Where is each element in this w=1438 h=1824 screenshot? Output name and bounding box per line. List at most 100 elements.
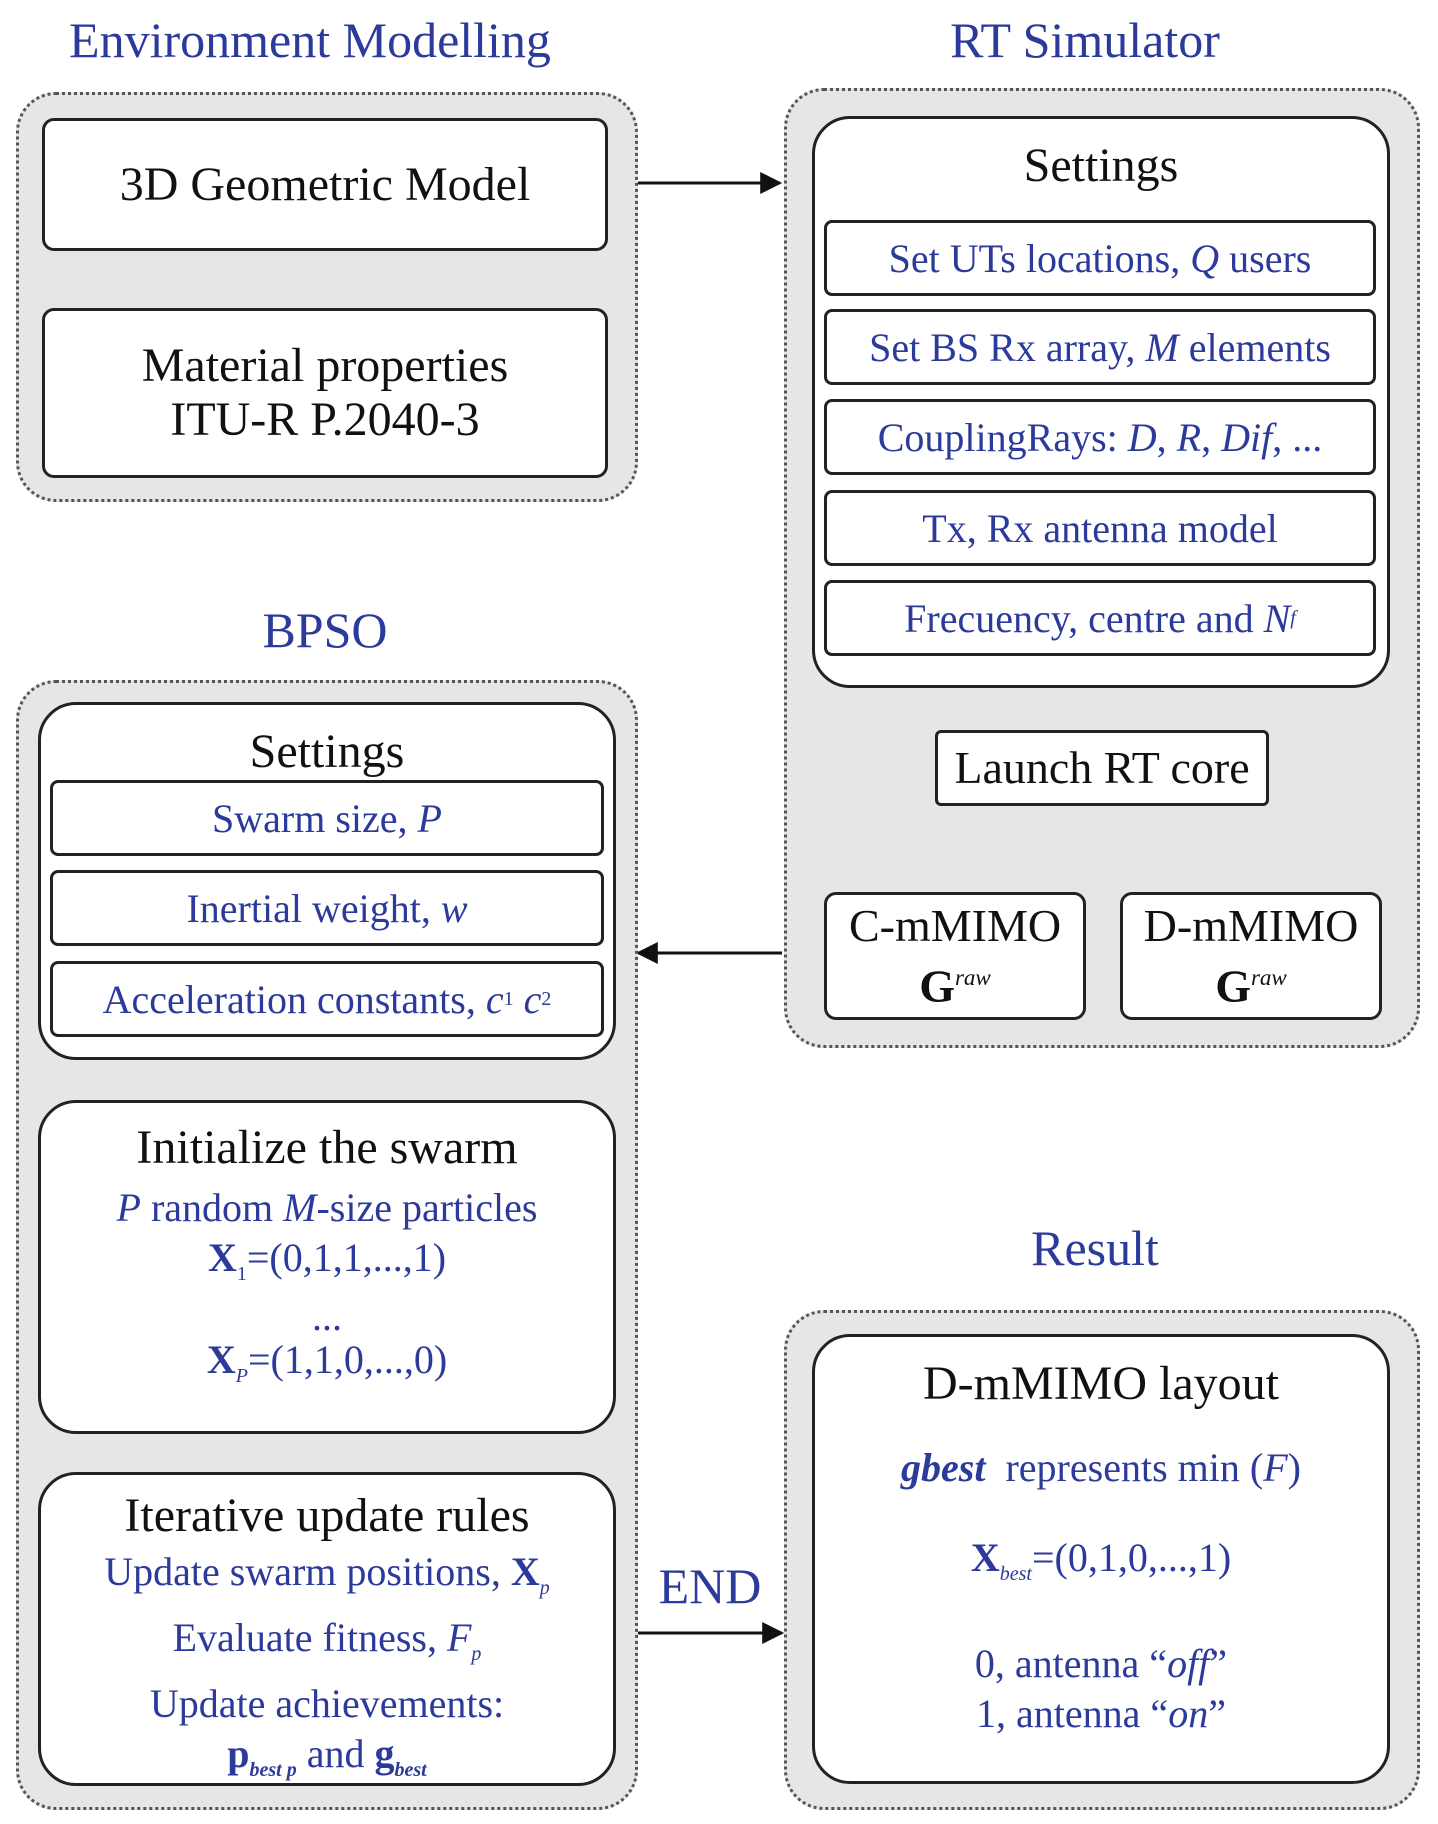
d-mmimo-matrix: Graw <box>1215 952 1287 1012</box>
p-var: P <box>417 795 442 841</box>
c1-var: c <box>485 976 504 1022</box>
gb-sub: best <box>394 1759 427 1781</box>
represents-text: represents min ( <box>1005 1445 1264 1490</box>
init-size: -size particles <box>316 1185 538 1230</box>
gb-g: g <box>374 1731 395 1776</box>
raw-sup-d: raw <box>1250 964 1287 990</box>
init-p: P <box>116 1185 141 1230</box>
ut-users: users <box>1229 235 1312 281</box>
antenna-on-line: 1, antenna “on” <box>815 1689 1387 1739</box>
swarm-size-setting: Swarm size, P <box>50 780 604 856</box>
r-var: R <box>1176 414 1202 460</box>
update-positions-line: Update swarm positions, Xp <box>41 1547 613 1613</box>
init-heading: Initialize the swarm <box>136 1121 518 1174</box>
raw-sup-c: raw <box>954 964 991 990</box>
dif-var: Dif <box>1221 414 1273 460</box>
pbest-gbest-line: pbest p and gbest <box>41 1729 613 1795</box>
on-word: on <box>1168 1691 1209 1736</box>
title-environment-modelling: Environment Modelling <box>69 12 551 68</box>
f-var: F <box>1263 1445 1288 1490</box>
c2-sub: 2 <box>541 987 552 1010</box>
end-label: END <box>658 1558 762 1614</box>
c-mmimo-matrix: Graw <box>919 952 991 1012</box>
geometric-model-box: 3D Geometric Model <box>42 118 608 251</box>
antenna-off-line: 0, antenna “off” <box>815 1639 1387 1689</box>
coupling-ellipsis: , ... <box>1272 414 1323 460</box>
init-random: random <box>150 1185 274 1230</box>
off-pre: 0, antenna “ <box>974 1641 1168 1686</box>
evaluate-fitness-line: Evaluate fitness, Fp <box>41 1613 613 1679</box>
bs-rx-array-setting: Set BS Rx array, M elements <box>824 309 1376 385</box>
inertial-text: Inertial weight, <box>186 885 431 931</box>
on-pre: 1, antenna “ <box>976 1691 1169 1736</box>
q-var: Q <box>1190 235 1220 281</box>
close-paren: ) <box>1287 1445 1301 1490</box>
pb-sub: best p <box>249 1759 297 1781</box>
init-m: M <box>283 1185 317 1230</box>
update-achievements-line: Update achievements: <box>149 1681 505 1726</box>
xbest-line: Xbest=(0,1,0,...,1) <box>815 1533 1387 1599</box>
xp-line: XP=(1,1,0,...,0) <box>41 1335 613 1401</box>
c2-var: c <box>523 976 542 1022</box>
initialize-swarm-box: Initialize the swarm P random M-size par… <box>38 1100 616 1434</box>
coupling-rays-setting: CouplingRays: D, R, Dif, ... <box>824 399 1376 475</box>
init-particles-line: P random M-size particles <box>41 1183 613 1233</box>
g-raw-d: G <box>1215 960 1251 1012</box>
off-word: off <box>1167 1641 1210 1686</box>
result-layout-box: D-mMIMO layout gbest represents min (F) … <box>812 1334 1390 1784</box>
g-raw-c: G <box>919 960 955 1012</box>
pb-p: p <box>227 1731 250 1776</box>
launch-rt-core-box: Launch RT core <box>935 730 1269 806</box>
c-mmimo-label: C-mMIMO <box>848 899 1062 951</box>
d-var: D <box>1127 414 1157 460</box>
swarm-text: Swarm size, <box>212 795 408 841</box>
up2-sub: p <box>471 1643 482 1665</box>
nf-var: N <box>1263 595 1291 641</box>
material-line-1: Material properties <box>141 339 509 392</box>
title-bpso: BPSO <box>262 602 388 658</box>
xp-val: =(1,1,0,...,0) <box>247 1337 448 1382</box>
bs-elements: elements <box>1188 324 1331 370</box>
antenna-model-setting: Tx, Rx antenna model <box>824 490 1376 566</box>
gbest-line: gbest represents min (F) <box>815 1443 1387 1493</box>
up1-text: Update swarm positions, <box>104 1549 501 1594</box>
gbest-word: gbest <box>901 1445 986 1490</box>
accel-text: Acceleration constants, <box>102 976 476 1022</box>
xp-sub: P <box>235 1365 248 1387</box>
rt-settings-heading: Settings <box>1023 139 1179 192</box>
xp-x: X <box>206 1337 236 1382</box>
bs-text: Set BS Rx array, <box>869 324 1136 370</box>
x1-line: X1=(0,1,1,...,1) <box>41 1233 613 1299</box>
up2-f: F <box>446 1615 472 1660</box>
inertial-weight-setting: Inertial weight, w <box>50 870 604 946</box>
title-result: Result <box>1031 1220 1159 1276</box>
bpso-settings-heading: Settings <box>249 725 405 778</box>
off-post: ” <box>1209 1641 1228 1686</box>
c-mmimo-box: C-mMIMO Graw <box>824 892 1086 1020</box>
pb-and: and <box>306 1731 365 1776</box>
ut-text: Set UTs locations, <box>888 235 1181 281</box>
iterative-update-box: Iterative update rules Update swarm posi… <box>38 1472 616 1786</box>
nf-sub: f <box>1290 606 1296 629</box>
up2-text: Evaluate fitness, <box>172 1615 437 1660</box>
on-post: ” <box>1208 1691 1226 1736</box>
antenna-text: Tx, Rx antenna model <box>922 505 1278 551</box>
x1-val: =(0,1,1,...,1) <box>246 1235 447 1280</box>
iter-heading: Iterative update rules <box>124 1489 530 1542</box>
launch-text: Launch RT core <box>954 742 1250 793</box>
xb-val: =(0,1,0,...,1) <box>1031 1535 1232 1580</box>
material-properties-box: Material properties ITU-R P.2040-3 <box>42 308 608 478</box>
title-rt-simulator: RT Simulator <box>950 12 1220 68</box>
dots-line: ... <box>312 1294 342 1339</box>
d-mmimo-label: D-mMIMO <box>1143 899 1359 951</box>
m-var: M <box>1145 324 1179 370</box>
up1-x: X <box>510 1549 540 1594</box>
w-var: w <box>440 885 468 931</box>
up1-sub: p <box>539 1577 550 1599</box>
xb-sub: best <box>999 1563 1032 1585</box>
coupling-text: CouplingRays: <box>877 414 1118 460</box>
d-mmimo-box: D-mMIMO Graw <box>1120 892 1382 1020</box>
